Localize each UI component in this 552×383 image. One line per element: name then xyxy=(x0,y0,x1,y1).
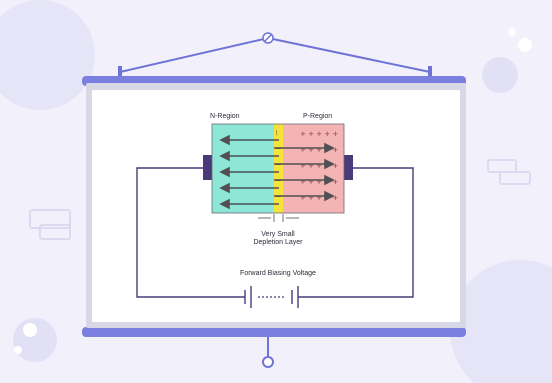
hook-icon xyxy=(262,32,274,44)
p-region-label: P-Region xyxy=(303,113,333,120)
svg-text:—: — xyxy=(276,146,281,152)
circuit-wire-right xyxy=(298,167,414,298)
background-blob xyxy=(482,57,518,93)
voltage-label: Forward Biasing Voltage xyxy=(240,270,316,277)
right-arrows xyxy=(274,142,335,202)
background-dot xyxy=(508,28,516,36)
depletion-width-indicator xyxy=(258,214,299,222)
p-region-charges: + + + + + + + + + + + + + + + + + + + + … xyxy=(300,130,338,202)
junction-outline xyxy=(211,123,345,214)
svg-text:+ + + + +: + + + + + xyxy=(300,146,338,154)
string-peg-right xyxy=(428,66,432,76)
svg-text:—: — xyxy=(276,194,281,200)
background-blob xyxy=(450,260,552,383)
depletion-label-line1: Very Small xyxy=(261,231,295,238)
bottom-roller-bar xyxy=(82,327,466,337)
left-arrows xyxy=(219,134,279,210)
p-terminal xyxy=(343,155,353,180)
background-shape xyxy=(39,224,71,240)
background-dot xyxy=(23,323,37,337)
p-region-block xyxy=(283,124,344,213)
svg-text:—: — xyxy=(276,162,281,168)
circuit-wire-left xyxy=(136,167,245,298)
hanging-string-left xyxy=(119,37,269,73)
svg-text:+ + + + +: + + + + + xyxy=(300,162,338,170)
background-blob xyxy=(0,0,95,110)
background-dot xyxy=(14,346,22,354)
string-peg-left xyxy=(118,66,122,76)
n-terminal xyxy=(203,155,213,180)
background-dot xyxy=(518,38,532,52)
svg-text:+ + + + +: + + + + + xyxy=(300,178,338,186)
svg-text:—: — xyxy=(276,178,281,184)
background-shape xyxy=(499,171,531,185)
background-shape xyxy=(29,209,71,229)
depletion-label-line2: Depletion Layer xyxy=(253,238,303,246)
depletion-markers: | — — — — xyxy=(276,130,281,200)
n-region-label: N-Region xyxy=(210,113,240,120)
depletion-layer-block xyxy=(274,124,283,213)
hanging-string-right xyxy=(267,37,431,73)
svg-text:|: | xyxy=(276,130,278,136)
battery-symbol xyxy=(244,286,299,308)
svg-text:+ + + + +: + + + + + xyxy=(300,130,338,138)
pull-ring-icon[interactable] xyxy=(262,356,274,368)
depletion-layer-label: Very Small Depletion Layer xyxy=(228,231,328,246)
svg-text:+ + + + +: + + + + + xyxy=(300,194,338,202)
